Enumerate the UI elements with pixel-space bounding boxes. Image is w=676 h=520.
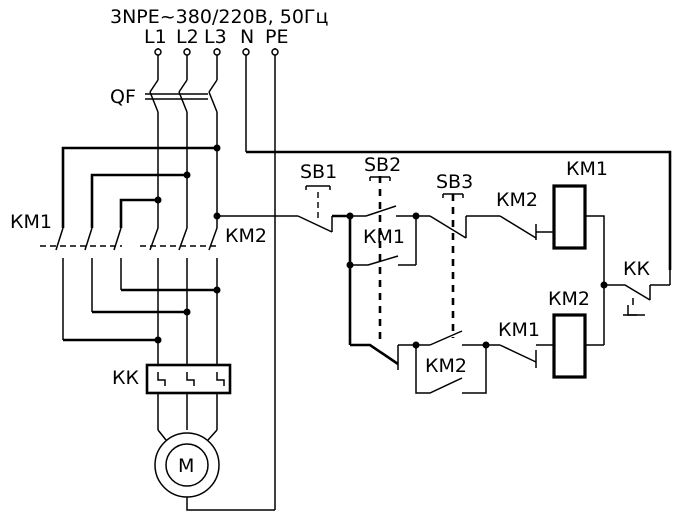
power-lines <box>40 112 298 365</box>
sb2-label: SB2 <box>364 154 401 176</box>
neutral-label: N <box>240 26 254 48</box>
thermal-relay-label: КК <box>112 367 139 389</box>
phase-l1-label: L1 <box>144 26 167 48</box>
km1-power-label: КМ1 <box>10 211 52 233</box>
km2-hold-label: КМ2 <box>425 355 467 377</box>
control-circuit <box>246 150 672 394</box>
km2-power-label: КМ2 <box>225 225 267 247</box>
breaker-qf-label: QF <box>110 86 136 108</box>
km1-interlock-label: КМ1 <box>498 319 540 341</box>
km2-interlock-label: КМ2 <box>496 189 538 211</box>
breaker-qf <box>145 79 218 113</box>
km1-coil-label: КМ1 <box>566 158 608 180</box>
thermal-relay-kk <box>145 363 232 430</box>
motor-label: М <box>178 455 194 477</box>
sb3-label: SB3 <box>436 171 473 193</box>
pe-label: PE <box>265 26 288 48</box>
supply-title: 3NPE~380/220В, 50Гц <box>110 6 328 28</box>
km1-hold-label: КМ1 <box>363 226 405 248</box>
kk-contact-label: КК <box>623 258 650 280</box>
phase-l3-label: L3 <box>204 26 227 48</box>
phase-l2-label: L2 <box>176 26 199 48</box>
km2-coil-label: КМ2 <box>548 288 590 310</box>
sb1-label: SB1 <box>300 161 337 183</box>
motor <box>154 429 275 511</box>
supply-terminals <box>154 48 279 510</box>
